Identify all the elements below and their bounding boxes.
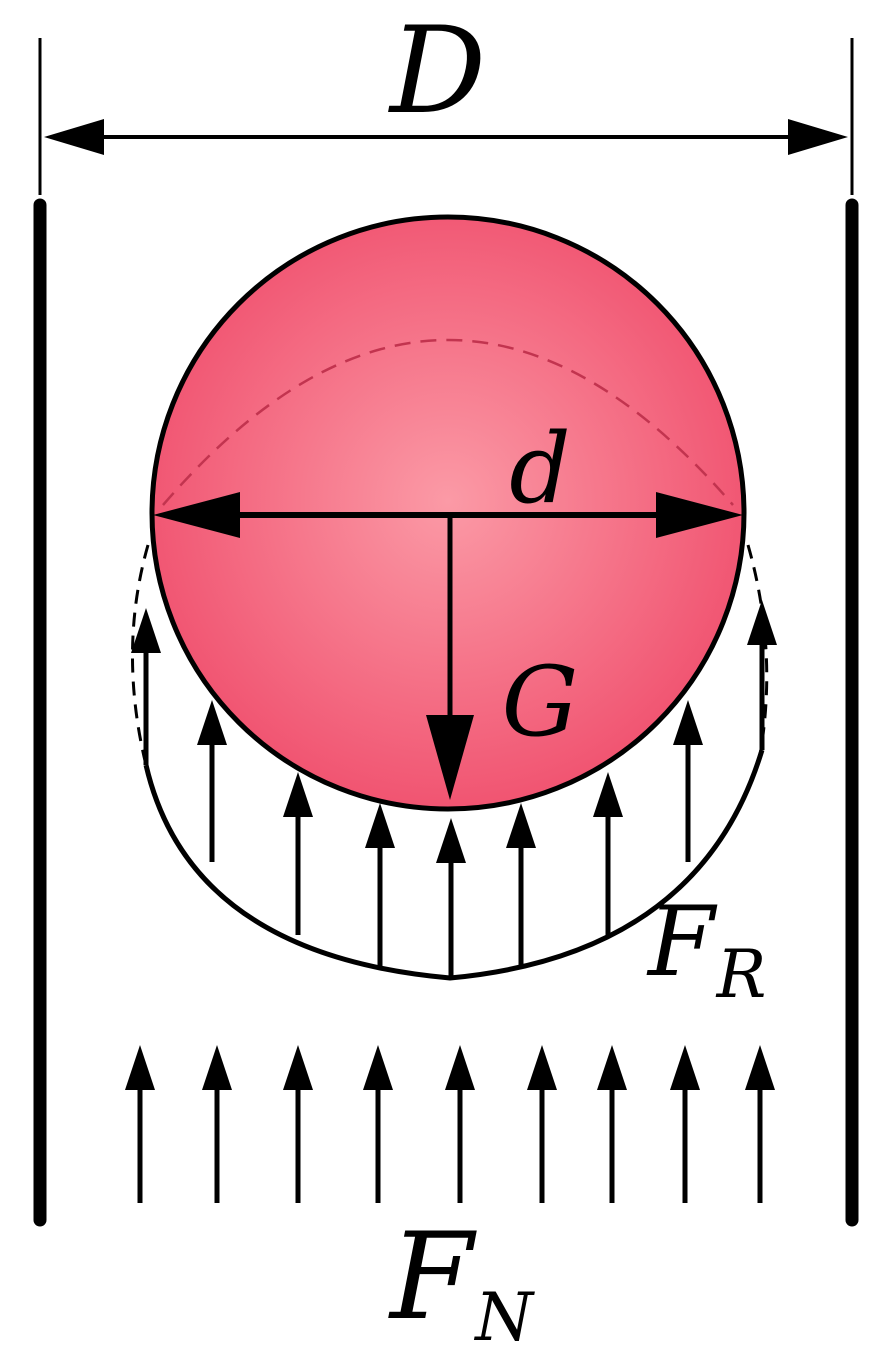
normal-arrow [363, 1045, 393, 1203]
resistance-arrow [365, 803, 395, 967]
resistance-arrow [283, 772, 313, 935]
sphere-equator-dashed-arc [162, 338, 734, 506]
normal-arrow [283, 1045, 313, 1203]
resistance-arrow [593, 772, 623, 935]
gravity-arrow [426, 515, 474, 800]
normal-arrow [527, 1045, 557, 1203]
resistance-arrow [131, 608, 161, 765]
resistance-arrow [673, 700, 703, 862]
tube-diameter-label: D [388, 2, 486, 141]
resistance-arrow [436, 818, 466, 978]
resistance-arrow [506, 803, 536, 967]
normal-arrow [445, 1045, 475, 1203]
sphere-diameter-label: d [509, 413, 570, 525]
normal-arrow [745, 1045, 775, 1203]
gravity-label: G [502, 646, 579, 758]
normal-arrow [670, 1045, 700, 1203]
tube-diameter-dimension [38, 38, 854, 195]
normal-force-arrows [125, 1045, 775, 1203]
normal-arrow [597, 1045, 627, 1203]
normal-arrow [125, 1045, 155, 1203]
resistance-arrow [197, 700, 227, 862]
resistance-arrow [747, 600, 777, 750]
normal-arrow [202, 1045, 232, 1203]
resistance-force-arrows [131, 600, 777, 978]
resistance-force-label: FR [646, 886, 766, 1013]
normal-force-label: FN [388, 1208, 535, 1356]
